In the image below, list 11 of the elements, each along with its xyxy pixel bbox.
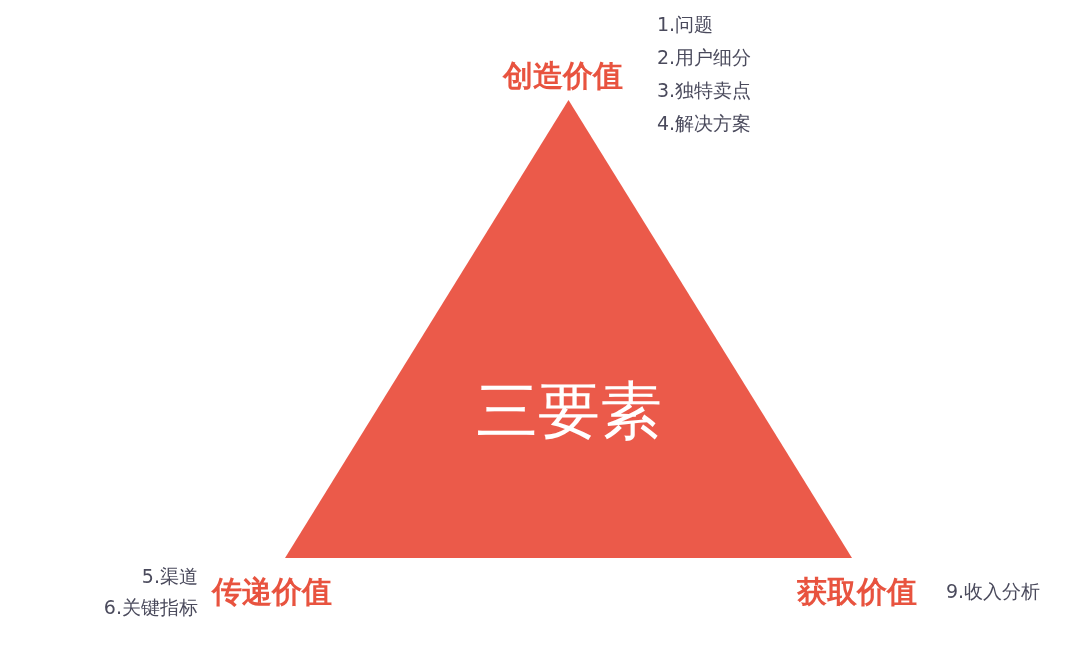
list-item: 4.解决方案 bbox=[657, 112, 752, 135]
list-item: 5.渠道 bbox=[141, 565, 198, 588]
list-item: 2.用户细分 bbox=[657, 46, 752, 69]
corner-heading: 传递价值 bbox=[212, 574, 332, 610]
list-item: 9.收入分析 bbox=[946, 580, 1041, 603]
list-item: 1.问题 bbox=[657, 13, 714, 36]
list-item: 6.关键指标 bbox=[103, 596, 198, 619]
corner-heading: 获取价值 bbox=[797, 574, 917, 610]
list-item: 3.独特卖点 bbox=[657, 79, 752, 102]
corner-heading: 创造价值 bbox=[503, 58, 623, 94]
center-title: 三要素 bbox=[474, 380, 663, 442]
